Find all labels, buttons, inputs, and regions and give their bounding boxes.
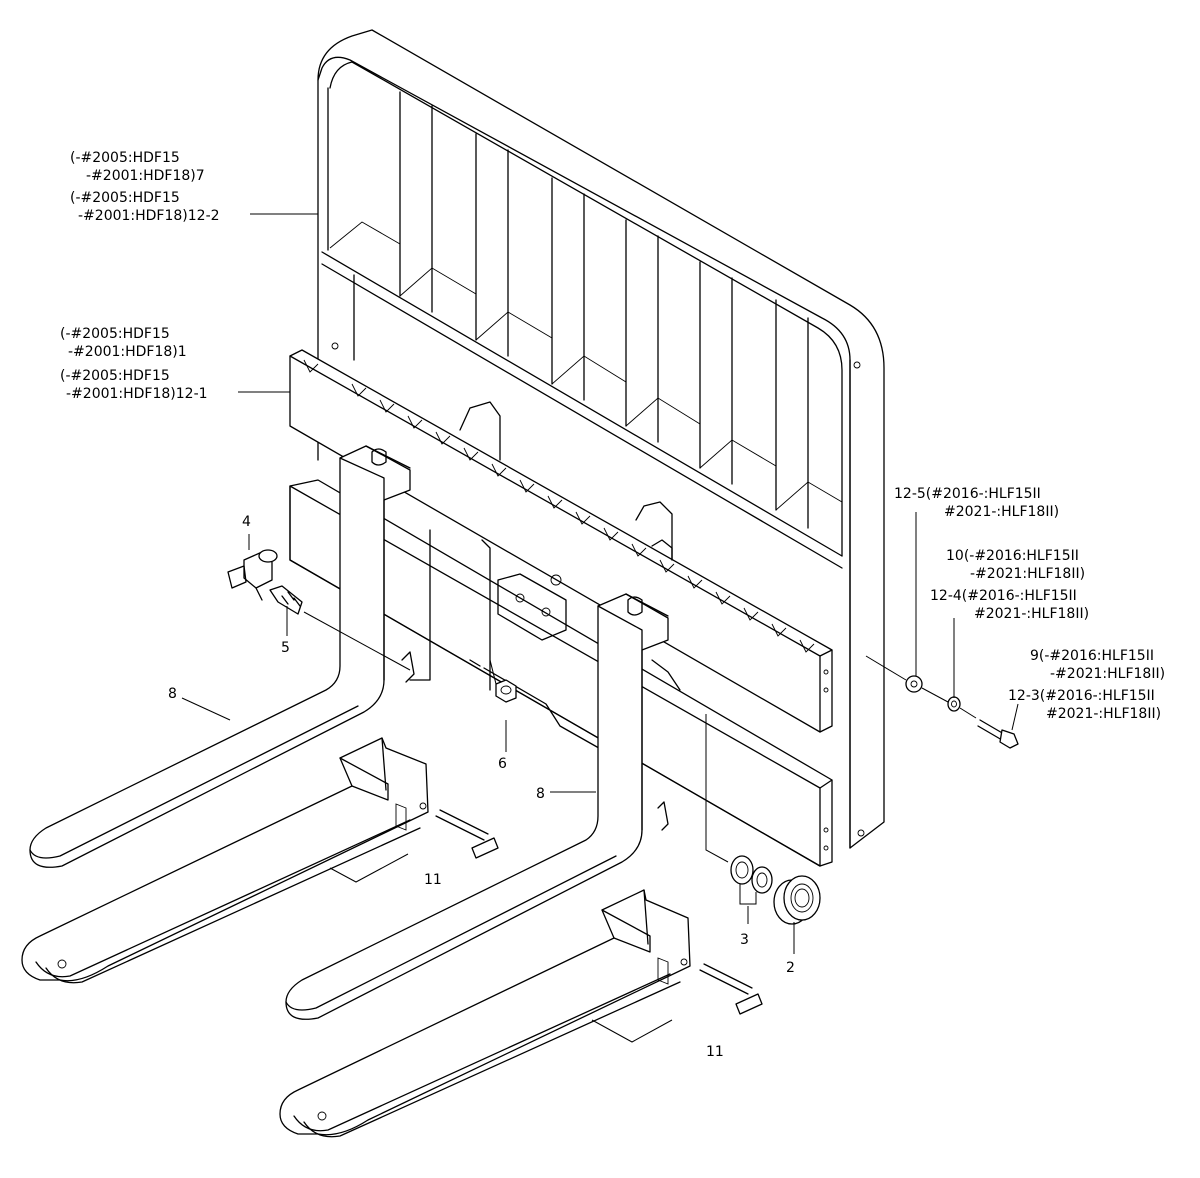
label-num-2: 2 — [786, 960, 795, 976]
label-num-11-left: 11 — [424, 872, 442, 888]
label-num-3: 3 — [740, 932, 749, 948]
leader-lines — [181, 213, 1019, 1043]
side-washer-12-4 — [947, 696, 961, 712]
label-num-6: 6 — [498, 756, 507, 772]
label-bolt-12-3: 12-3(#2016-:HLF15II #2021-:HLF18II) — [1008, 688, 1161, 722]
load-backrest-frame — [317, 29, 885, 849]
fork-pin-bolt — [269, 585, 411, 671]
label-washer-12-5: 12-5(#2016-:HLF15II #2021-:HLF18II) — [894, 486, 1059, 520]
label-washer-12-4: 12-4(#2016-:HLF15II #2021-:HLF18II) — [930, 588, 1089, 622]
left-fork — [29, 445, 415, 868]
label-bar-1: (-#2005:HDF15 -#2001:HDF18)1 — [60, 326, 187, 360]
shim-washers — [730, 855, 773, 894]
lower-cross-bar — [289, 479, 833, 867]
label-frame-12-2: (-#2005:HDF15 -#2001:HDF18)12-2 — [70, 190, 220, 224]
center-brackets — [409, 529, 681, 761]
label-bar-12-1: (-#2005:HDF15 -#2001:HDF18)12-1 — [60, 368, 208, 402]
label-frame-7: (-#2005:HDF15 -#2001:HDF18)7 — [70, 150, 205, 184]
label-num-4: 4 — [242, 514, 251, 530]
side-bolt-12-3 — [977, 719, 1019, 749]
right-fork-extension — [279, 889, 763, 1138]
label-num-5: 5 — [281, 640, 290, 656]
label-num-8-right: 8 — [536, 786, 545, 802]
upper-cross-bar — [289, 349, 833, 733]
right-fork — [285, 593, 669, 1020]
label-num-8-left: 8 — [168, 686, 177, 702]
label-part-9: 9(-#2016:HLF15II -#2021:HLF18II) — [1030, 648, 1165, 682]
label-num-11-right: 11 — [706, 1044, 724, 1060]
roller-axle-line — [705, 714, 729, 863]
nut — [489, 659, 517, 703]
bearing-roller — [773, 875, 821, 925]
left-fork-extension — [21, 737, 499, 984]
side-bolt-axis — [865, 655, 907, 681]
side-washer-12-5 — [905, 675, 923, 693]
label-part-10: 10(-#2016:HLF15II -#2021:HLF18II) — [946, 548, 1085, 582]
fork-stopper-pin — [227, 549, 278, 601]
